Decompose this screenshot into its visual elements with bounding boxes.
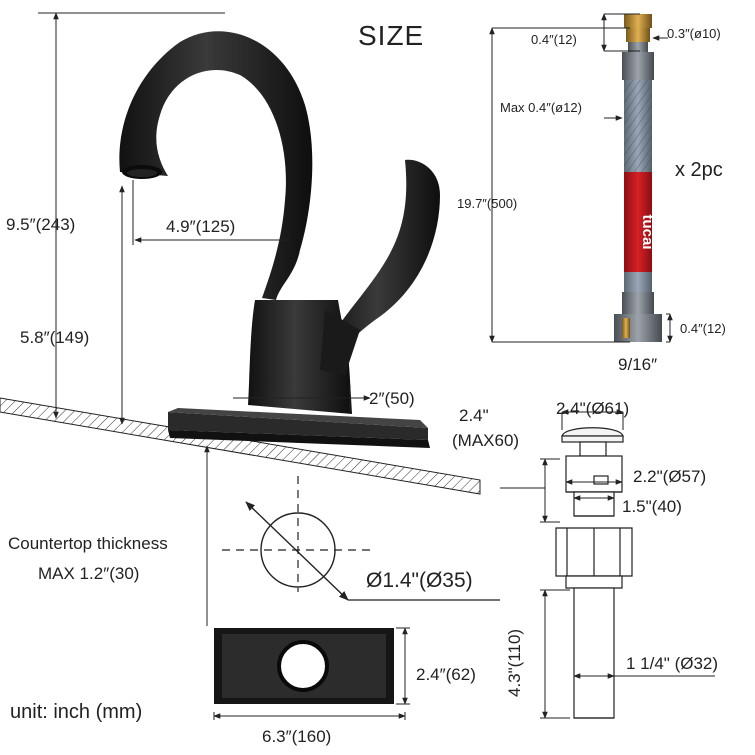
faucet-dimensions — [38, 12, 371, 425]
deck-plate-height-label: 2.4″(62) — [416, 665, 476, 684]
faucet-height-label: 9.5″(243) — [6, 215, 76, 234]
hose: tucai — [614, 14, 662, 342]
drain-dimensions — [500, 409, 715, 719]
hose-bottom-length-label: 0.4″(12) — [680, 321, 726, 336]
deck-plate-width-label: 6.3″(160) — [262, 727, 332, 746]
hose-dimensions — [489, 13, 673, 343]
drain-thread-diameter-label: 1.5"(40) — [622, 497, 682, 516]
faucet-reach-label: 4.9″(125) — [166, 217, 236, 236]
hose-length-label: 19.7″(500) — [457, 196, 518, 211]
hose-brand: tucai — [639, 214, 656, 249]
deck-plate-dimensions — [213, 627, 410, 720]
countertop-label-line1: Countertop thickness — [8, 534, 168, 553]
hose-max-diameter-label: Max 0.4″(ø12) — [500, 100, 582, 115]
hose-top-length-label: 0.4″(12) — [531, 32, 577, 47]
hose-thread-label: 9/16″ — [618, 355, 658, 374]
hose-top-diameter-label: 0.3″(ø10) — [667, 26, 721, 41]
base-diameter-label: 2″(50) — [369, 389, 415, 408]
drain-body-diameter-label: 2.2"(Ø57) — [633, 467, 707, 486]
unit-label: unit: inch (mm) — [10, 701, 143, 723]
drain — [555, 427, 633, 719]
hose-quantity-label: x 2pc — [675, 159, 723, 181]
drain-tail-length-label: 4.3"(110) — [505, 628, 524, 697]
countertop-label-line2: MAX 1.2″(30) — [38, 564, 140, 583]
drain-cap-height-line1: 2.4" — [459, 406, 489, 425]
drain-cap-diameter-label: 2.4"(Ø61) — [556, 399, 630, 418]
mounting-hole — [222, 476, 500, 601]
diagram-title: SIZE — [358, 20, 425, 51]
faucet-body — [119, 31, 440, 448]
deck-plate — [214, 628, 394, 704]
hole-diameter-label: Ø1.4"(Ø35) — [366, 569, 473, 592]
drain-cap-height-line2: (MAX60) — [452, 431, 520, 450]
spout-height-label: 5.8″(149) — [20, 328, 90, 347]
drain-tail-diameter-label: 1 1/4" (Ø32) — [626, 654, 719, 673]
